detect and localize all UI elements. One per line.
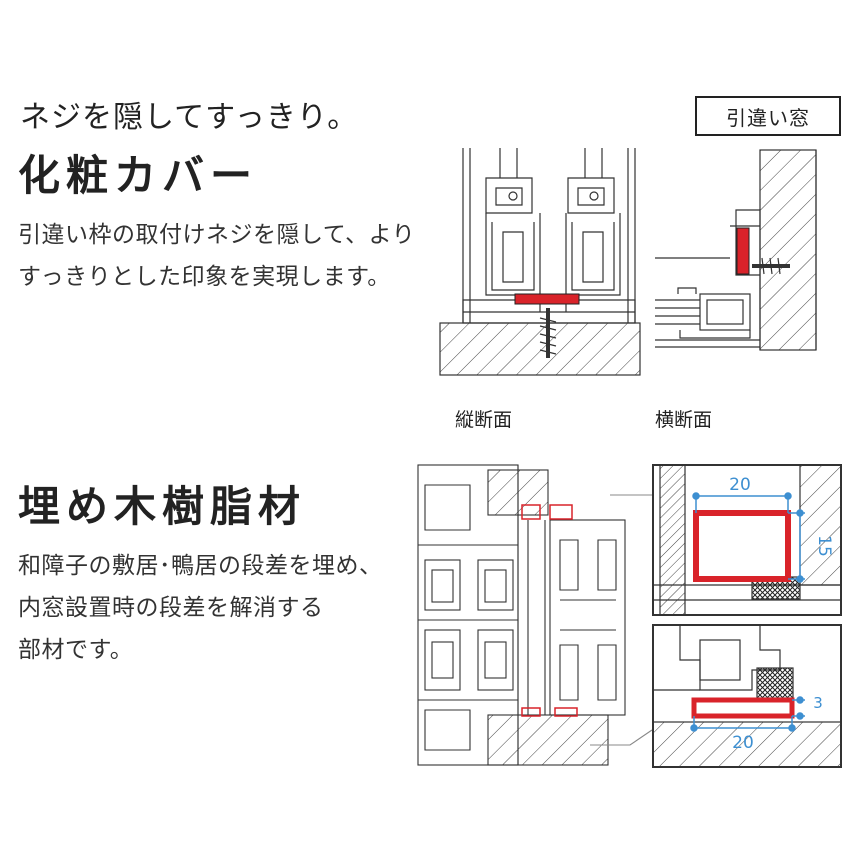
cover-description-line: すっきりとした印象を実現します。 (18, 264, 391, 290)
filler-overview-drawing (417, 464, 653, 766)
filler-markers-overview (521, 504, 578, 717)
cover-description: 引違い枠の取付けネジを隠して、より すっきりとした印象を実現します。 (18, 214, 415, 298)
filler-piece-top (693, 510, 791, 582)
filler-piece-bottom (691, 697, 795, 719)
cover-highlight-horizontal (736, 227, 750, 275)
dim-bottom-width: 20 (732, 733, 754, 753)
dimension-top (692, 492, 805, 583)
caption-vertical-section: 縦断面 (455, 409, 513, 431)
dim-top-height: 15 (814, 535, 834, 557)
filler-description: 和障子の敷居･鴨居の段差を埋め、 内窓設置時の段差を解消する 部材です。 (18, 545, 383, 671)
filler-description-line: 和障子の敷居･鴨居の段差を埋め、 (18, 553, 383, 579)
vertical-section-drawing (439, 148, 641, 376)
dim-bottom-height: 3 (813, 694, 823, 712)
filler-description-line: 部材です。 (18, 637, 134, 663)
filler-heading: 埋め木樹脂材 (18, 482, 307, 531)
tagline: ネジを隠してすっきり。 (20, 100, 359, 135)
dimension-bottom (690, 696, 805, 732)
filler-description-line: 内窓設置時の段差を解消する (18, 595, 324, 621)
cover-description-line: 引違い枠の取付けネジを隠して、より (18, 222, 416, 248)
cover-highlight-vertical (514, 293, 580, 305)
horizontal-section-drawing (655, 149, 817, 351)
window-type-badge: 引違い窓 (695, 96, 841, 136)
filler-detail-top (652, 464, 842, 616)
filler-detail-bottom (652, 624, 842, 768)
caption-horizontal-section: 横断面 (655, 409, 713, 431)
cover-heading: 化粧カバー (18, 151, 259, 200)
dim-top-width: 20 (729, 475, 751, 495)
